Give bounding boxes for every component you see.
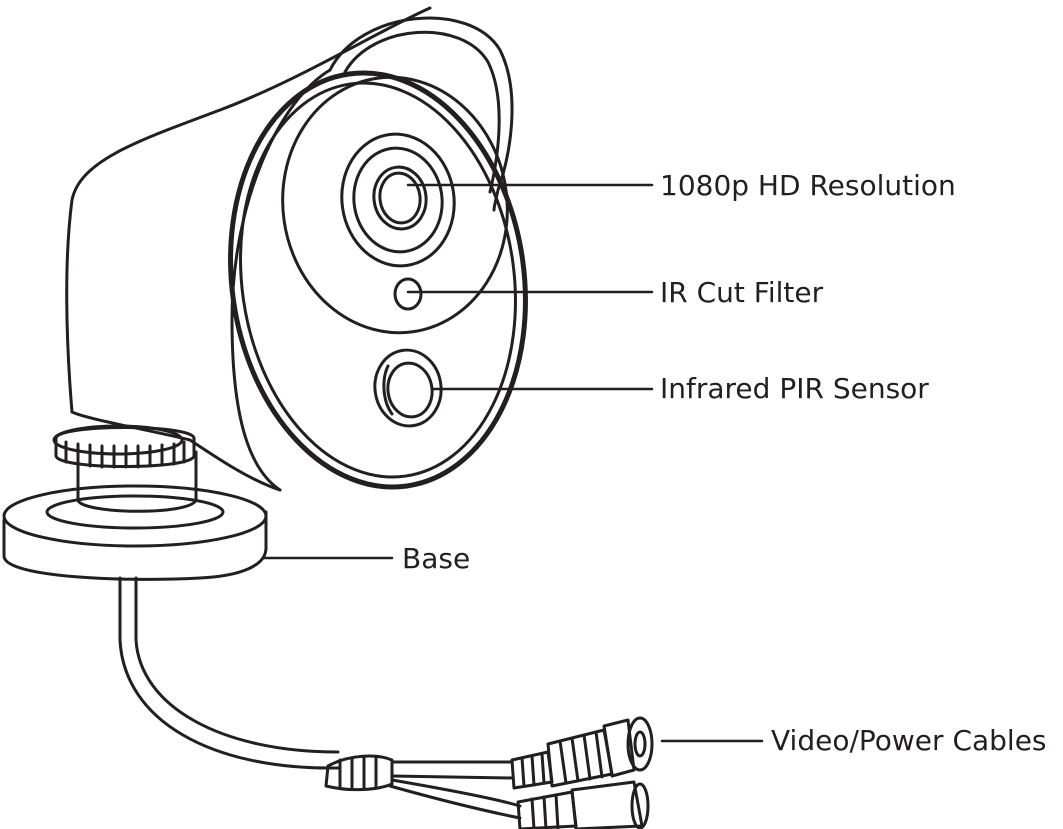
bnc-video-connector: [510, 716, 654, 790]
camera-base: [2, 484, 268, 581]
cable: [118, 576, 340, 770]
camera-housing: [65, 6, 432, 492]
pir-sensor: [373, 348, 443, 428]
callout-ir-cut-filter-label: IR Cut Filter: [660, 276, 824, 309]
camera-front-face: [228, 70, 528, 490]
callout-resolution-label: 1080p HD Resolution: [660, 169, 956, 202]
ir-cut-filter-sensor: [393, 277, 423, 311]
cable-splitter: [324, 754, 522, 820]
callout-base-label: Base: [402, 542, 471, 575]
callout-cables-label: Video/Power Cables: [771, 724, 1047, 757]
camera-mount-neck: [52, 424, 198, 513]
callout-lines: [262, 183, 764, 743]
callout-pir-sensor-label: Infrared PIR Sensor: [660, 372, 929, 405]
dc-power-connector: [516, 780, 650, 829]
lens: [340, 132, 456, 268]
